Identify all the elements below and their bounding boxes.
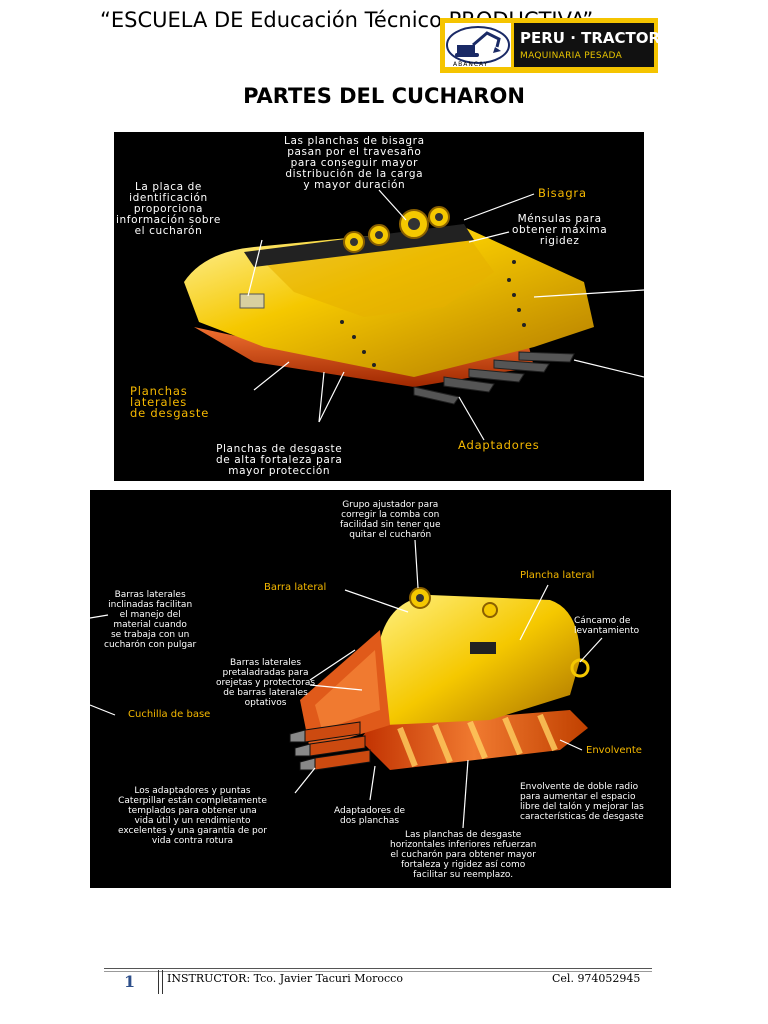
label-bottom-wear-plates: Las planchas de desgaste horizontales in… [390,830,537,880]
label-lifting-eye: Cáncamo de levantamiento [574,616,640,636]
label-base-edge: Cuchilla de base [128,709,211,720]
peru-tractors-logo: ABANCAY PERU · TRACTORS MAQUINARIA PESAD… [440,18,671,73]
logo-tagline: MAQUINARIA PESADA [520,51,623,61]
label-brackets: Ménsulas para obtener máxima rigidez [512,213,608,247]
label-inclined-side-bars: Barras laterales inclinadas facilitan el… [104,590,197,650]
label-predrilled-side-bars: Barras laterales pretaladradas para orej… [216,658,316,708]
logo-brand: PERU · TRACTORS [520,29,671,47]
label-adjuster-group: Grupo ajustador para corregir la comba c… [340,500,441,540]
page-subtitle: PARTES DEL CUCHARON [243,84,525,108]
bucket-diagram-1: Las planchas de bisagra pasan por el tra… [114,132,644,481]
label-adapters-and-tips: Los adaptadores y puntas Caterpillar est… [118,786,267,846]
label-side-plate: Plancha lateral [520,570,595,581]
label-wrapper: Envolvente [586,745,642,756]
label-side-wear-plates: Planchas laterales de desgaste [130,384,210,420]
label-hinge: Bisagra [538,186,587,200]
label-wear-plates: Planchas de desgaste de alta fortaleza p… [216,443,343,477]
label-adapters: Adaptadores [458,438,540,452]
footer-instructor: INSTRUCTOR: Tco. Javier Tacuri Morocco [167,972,403,985]
footer-separator [158,970,159,994]
label-hinge-plates: Las planchas de bisagra pasan por el tra… [284,135,425,191]
bucket-illustration-2 [90,539,603,829]
logo-small-text: ABANCAY [453,61,489,68]
bucket-diagram-2: Grupo ajustador para corregir la comba c… [90,490,671,888]
excavator-icon [446,26,510,64]
page-number: 1 [124,972,136,991]
label-side-bar: Barra lateral [264,582,327,593]
logo-text-box: PERU · TRACTORS MAQUINARIA PESADA [514,23,671,67]
footer-separator-secondary [162,970,163,994]
label-id-plate: La placa de identificación proporciona i… [116,181,221,237]
label-double-radius-wrapper: Envolvente de doble radio para aumentar … [520,782,644,822]
logo-emblem: ABANCAY [445,23,511,68]
footer-phone: Cel. 974052945 [552,972,641,985]
bucket-illustration-1 [184,189,644,441]
footer-divider [104,968,652,969]
footer-divider-secondary [104,971,652,972]
label-two-strap-adapters: Adaptadores de dos planchas [334,806,406,826]
